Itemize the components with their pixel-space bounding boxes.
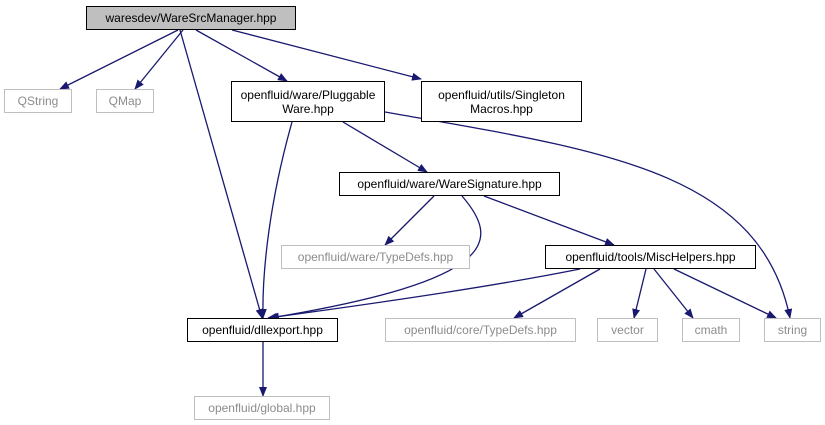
node-qmap[interactable]: QMap [96, 89, 154, 113]
node-string[interactable]: string [764, 318, 821, 342]
edge-pluggable-to-string [384, 111, 793, 319]
node-label: openfluid/dllexport.hpp [202, 323, 323, 337]
node-label: Ware.hpp [282, 101, 334, 116]
edge-pluggable-to-signature [342, 121, 428, 173]
edge-root-to-singleton [231, 29, 422, 81]
node-label: QMap [108, 94, 142, 108]
node-cmath[interactable]: cmath [682, 318, 740, 342]
node-label: vector [611, 323, 644, 337]
node-label: QString [17, 94, 59, 108]
edge-signature-to-waretypedefs [384, 195, 435, 246]
node-label: Macros.hpp [470, 101, 533, 116]
node-label: openfluid/ware/TypeDefs.hpp [297, 250, 454, 264]
edge-mischelpers-to-cmath [653, 268, 694, 319]
node-coretypedefs[interactable]: openfluid/core/TypeDefs.hpp [385, 318, 576, 342]
node-label: openfluid/utils/Singleton [438, 87, 565, 102]
edge-mischelpers-to-dllexport [267, 268, 581, 321]
node-label: cmath [694, 323, 728, 337]
node-label: openfluid/ware/WareSignature.hpp [357, 177, 542, 191]
node-label: string [777, 323, 808, 337]
node-label: openfluid/core/TypeDefs.hpp [404, 323, 557, 337]
edge-root-to-qstring [59, 29, 179, 90]
edge-mischelpers-to-string [673, 268, 777, 319]
edge-mischelpers-to-coretypedefs [513, 268, 601, 319]
node-root[interactable]: waresdev/WareSrcManager.hpp [86, 6, 296, 30]
edge-pluggable-to-dllexport [258, 121, 293, 319]
node-global[interactable]: openfluid/global.hpp [194, 396, 330, 420]
edge-signature-to-mischelpers [483, 195, 615, 246]
edges [59, 29, 793, 397]
node-label: openfluid/ware/Pluggable [240, 87, 376, 102]
edge-root-to-dllexport [179, 29, 264, 319]
node-vector[interactable]: vector [597, 318, 658, 342]
node-signature[interactable]: openfluid/ware/WareSignature.hpp [339, 172, 560, 196]
node-waretypedefs[interactable]: openfluid/ware/TypeDefs.hpp [281, 245, 470, 269]
node-mischelpers[interactable]: openfluid/tools/MiscHelpers.hpp [545, 245, 756, 269]
edge-mischelpers-to-vector [632, 268, 647, 319]
node-label: openfluid/tools/MiscHelpers.hpp [565, 250, 736, 264]
node-qstring[interactable]: QString [4, 89, 72, 113]
edge-root-to-qmap [134, 29, 184, 90]
node-label: waresdev/WareSrcManager.hpp [105, 11, 277, 25]
node-label: openfluid/global.hpp [208, 401, 316, 415]
edge-root-to-pluggable [195, 29, 288, 82]
node-dllexport[interactable]: openfluid/dllexport.hpp [187, 318, 338, 342]
